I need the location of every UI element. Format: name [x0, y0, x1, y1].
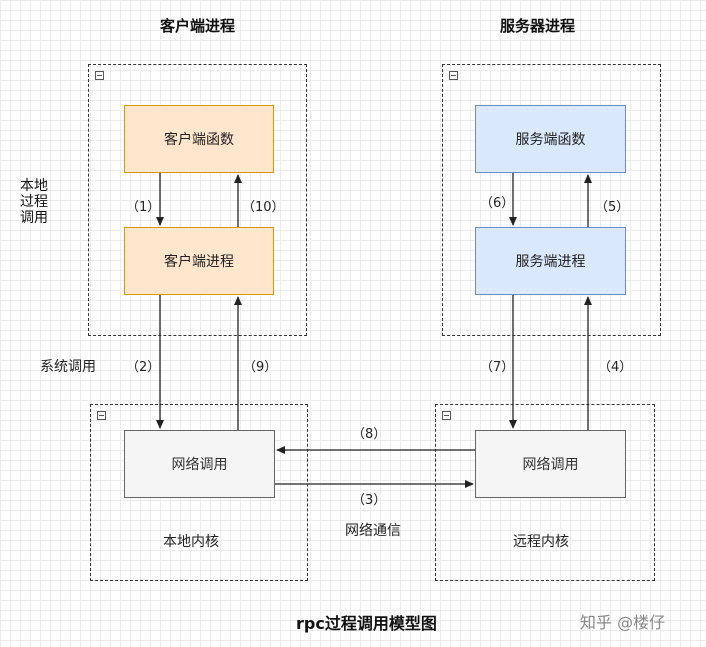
node-client-function[interactable]: 客户端函数: [124, 105, 274, 173]
collapse-icon[interactable]: [449, 71, 458, 80]
watermark: 知乎 @楼仔: [580, 613, 666, 632]
step-label-1: （1）: [126, 200, 161, 215]
label-local-kernel: 本地内核: [163, 534, 219, 550]
collapse-icon[interactable]: [95, 71, 104, 80]
label-local-procedure-call: 本地 过程 调用: [20, 178, 48, 226]
collapse-icon[interactable]: [97, 411, 106, 420]
node-server-function[interactable]: 服务端函数: [475, 105, 626, 173]
step-label-6: （6）: [480, 196, 515, 211]
label-system-call: 系统调用: [40, 359, 96, 375]
step-label-7: （7）: [480, 360, 515, 375]
label-remote-kernel: 远程内核: [513, 534, 569, 550]
step-label-4: （4）: [598, 360, 633, 375]
heading-server-process: 服务器进程: [500, 17, 576, 35]
group-server-process: [442, 64, 661, 336]
collapse-icon[interactable]: [442, 411, 451, 420]
node-client-stub[interactable]: 客户端进程: [124, 227, 274, 295]
step-label-3: （3）: [352, 493, 387, 508]
step-label-9: （9）: [243, 360, 278, 375]
group-remote-kernel: [435, 404, 655, 581]
node-server-stub[interactable]: 服务端进程: [475, 227, 626, 295]
node-remote-network-call[interactable]: 网络调用: [475, 430, 626, 498]
step-label-5: （5）: [595, 200, 630, 215]
group-client-process: [88, 64, 307, 336]
step-label-10: （10）: [242, 200, 285, 215]
group-local-kernel: [90, 404, 308, 581]
node-local-network-call[interactable]: 网络调用: [124, 430, 275, 498]
diagram-caption: rpc过程调用模型图: [296, 614, 437, 633]
label-network-communication: 网络通信: [345, 523, 401, 539]
step-label-2: （2）: [126, 360, 161, 375]
step-label-8: （8）: [352, 427, 387, 442]
heading-client-process: 客户端进程: [160, 17, 236, 35]
